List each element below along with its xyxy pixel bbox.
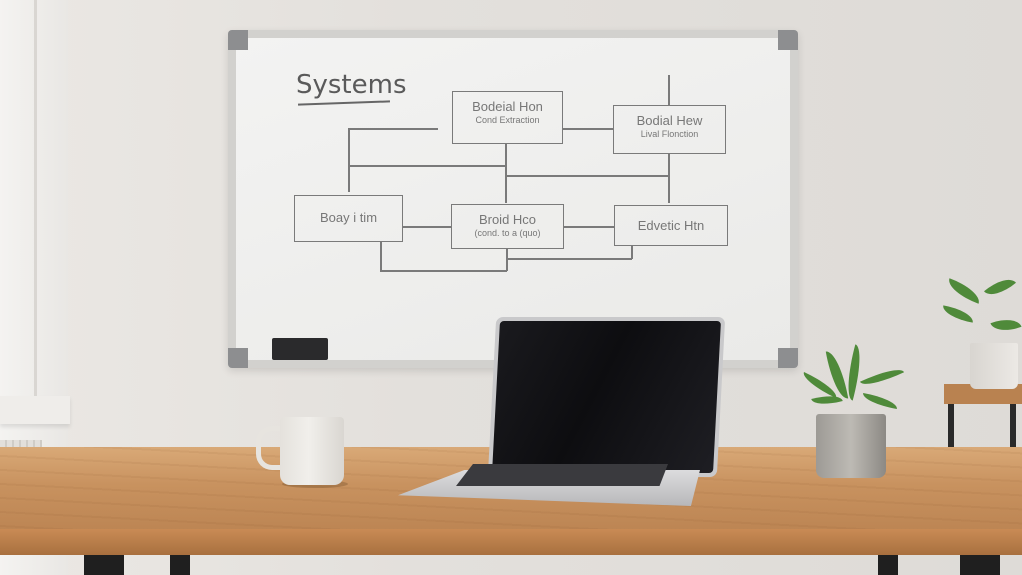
laptop-keyboard <box>456 464 668 486</box>
diagram-box: Broid Hco (cond. to a (quo) <box>451 204 564 249</box>
diagram-line <box>380 270 507 272</box>
plant-pot-desk <box>816 414 886 478</box>
whiteboard-corner <box>778 30 798 50</box>
whiteboard-corner <box>228 348 248 368</box>
desk-leg <box>960 555 1000 575</box>
box-label: Edvetic Htn <box>637 218 705 233</box>
diagram-line <box>668 75 670 105</box>
diagram-box: Edvetic Htn <box>614 205 728 246</box>
diagram-line <box>348 165 506 167</box>
laptop-screen <box>487 317 726 477</box>
diagram-line <box>380 242 382 270</box>
diagram-line <box>348 128 438 130</box>
box-sublabel: (cond. to a (quo) <box>474 228 541 239</box>
box-label: Bodeial Hon <box>472 99 543 114</box>
diagram-line <box>564 226 614 228</box>
window-frame <box>34 0 37 400</box>
desk-leg <box>878 555 898 575</box>
shelf-leg <box>1010 404 1016 449</box>
side-shelf <box>944 384 1022 404</box>
diagram-line <box>403 226 451 228</box>
box-label: Boay i tim <box>319 210 378 225</box>
diagram-line <box>506 249 508 271</box>
box-sublabel: Lival Flonction <box>640 129 699 140</box>
mug-handle <box>256 426 287 470</box>
diagram-line <box>506 258 632 260</box>
diagram-line <box>668 153 670 203</box>
plant-pot-shelf <box>970 343 1018 389</box>
shelf-leg <box>948 404 954 449</box>
diagram-box: Bodeial Hon Cond Extraction <box>452 91 563 144</box>
diagram-line <box>505 175 669 177</box>
diagram-box: Boay i tim <box>294 195 403 242</box>
window-sill <box>0 396 70 424</box>
box-label: Bodial Hew <box>636 113 703 128</box>
box-label: Broid Hco <box>478 212 537 227</box>
desk-edge <box>0 529 1022 555</box>
diagram-line <box>348 128 350 192</box>
coffee-mug <box>280 417 344 485</box>
box-sublabel: Cond Extraction <box>475 115 540 126</box>
whiteboard-eraser <box>272 338 328 360</box>
whiteboard-corner <box>228 30 248 50</box>
diagram-box: Bodial Hew Lival Flonction <box>613 105 726 154</box>
desk-leg <box>170 555 190 575</box>
laptop-display <box>492 321 721 473</box>
diagram-line <box>505 143 507 203</box>
diagram-line <box>563 128 613 130</box>
whiteboard-corner <box>778 348 798 368</box>
diagram-line <box>631 246 633 259</box>
desk-leg <box>84 555 124 575</box>
whiteboard-title: Systems <box>296 70 407 100</box>
